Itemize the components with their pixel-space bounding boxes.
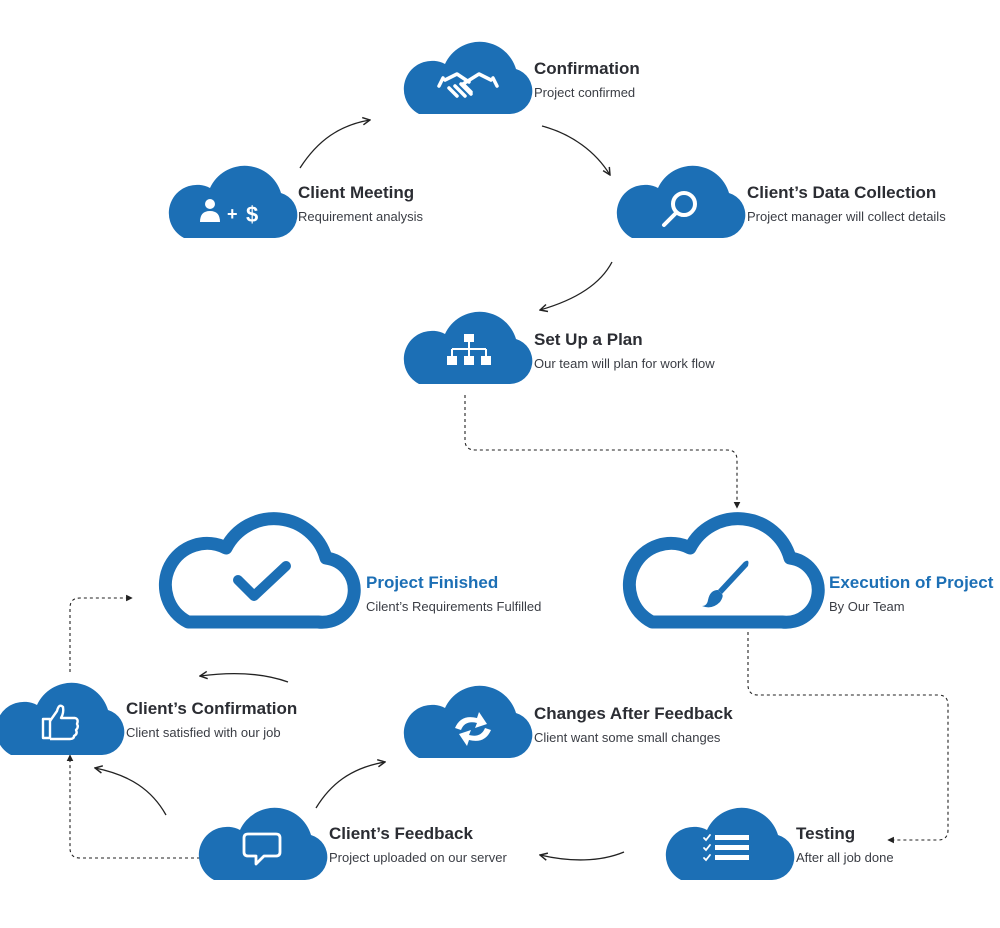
flow-arrows (95, 120, 625, 860)
title-feedback: Client’s Feedback (329, 824, 473, 843)
arrow-meeting-to-confirmation (299, 120, 370, 169)
dashed-plan-to-execution (464, 395, 741, 509)
user-plus-dollar-icon: + $ (200, 199, 258, 227)
refresh-arrows-icon (455, 712, 491, 746)
title-changes: Changes After Feedback (534, 704, 733, 723)
cloud-client-meeting: + $ (168, 165, 298, 238)
title-client-meeting: Client Meeting (298, 183, 415, 202)
cloud-feedback (198, 807, 328, 880)
dashed-feedback-to-confirmation (66, 754, 200, 859)
dashed-connectors (66, 395, 949, 859)
svg-text:$: $ (246, 202, 258, 227)
svg-text:+: + (227, 204, 238, 224)
cloud-project-finished (158, 512, 361, 629)
cloud-testing (665, 807, 795, 880)
magnifier-icon (662, 191, 697, 227)
arrow-testing-to-feedback (540, 851, 625, 860)
title-execution: Execution of Project (829, 573, 994, 592)
subtitle-data-collection: Project manager will collect details (747, 209, 946, 224)
arrow-confirmation-to-finished (200, 674, 289, 683)
arrow-feedback-to-changes (315, 762, 385, 809)
cloud-execution (622, 512, 825, 629)
title-testing: Testing (796, 824, 856, 843)
checkmark-icon (233, 561, 291, 601)
sitemap-icon (447, 334, 491, 365)
handshake-icon (437, 72, 499, 98)
subtitle-feedback: Project uploaded on our server (329, 850, 507, 865)
cloud-setup-plan (403, 311, 533, 384)
title-project-finished: Project Finished (366, 573, 499, 592)
subtitle-execution: By Our Team (829, 599, 905, 614)
title-setup-plan: Set Up a Plan (534, 330, 643, 349)
cloud-client-confirmation (0, 682, 125, 755)
cloud-changes (403, 685, 533, 758)
speech-bubble-icon (242, 832, 282, 866)
subtitle-client-confirmation: Client satisfied with our job (126, 725, 281, 740)
arrow-feedback-to-confirmation (95, 768, 167, 816)
subtitle-changes: Client want some small changes (534, 730, 721, 745)
thumbs-up-icon (41, 704, 79, 741)
cloud-confirmation (403, 41, 533, 115)
title-confirmation: Confirmation (534, 59, 640, 78)
subtitle-testing: After all job done (796, 850, 894, 865)
dashed-execution-to-testing (747, 632, 949, 844)
checklist-icon (703, 834, 749, 862)
dashed-confirmation-to-finished (69, 594, 133, 672)
cloud-data-collection (616, 165, 746, 238)
subtitle-client-meeting: Requirement analysis (298, 209, 424, 224)
title-data-collection: Client’s Data Collection (747, 183, 937, 202)
subtitle-confirmation: Project confirmed (534, 85, 636, 100)
arrow-confirmation-to-collection (541, 125, 610, 175)
subtitle-setup-plan: Our team will plan for work flow (534, 356, 715, 371)
paintbrush-icon (702, 560, 749, 608)
arrow-collection-to-plan (540, 261, 613, 310)
subtitle-project-finished: Cilent’s Requirements Fulfilled (366, 599, 542, 614)
title-client-confirmation: Client’s Confirmation (126, 699, 298, 718)
